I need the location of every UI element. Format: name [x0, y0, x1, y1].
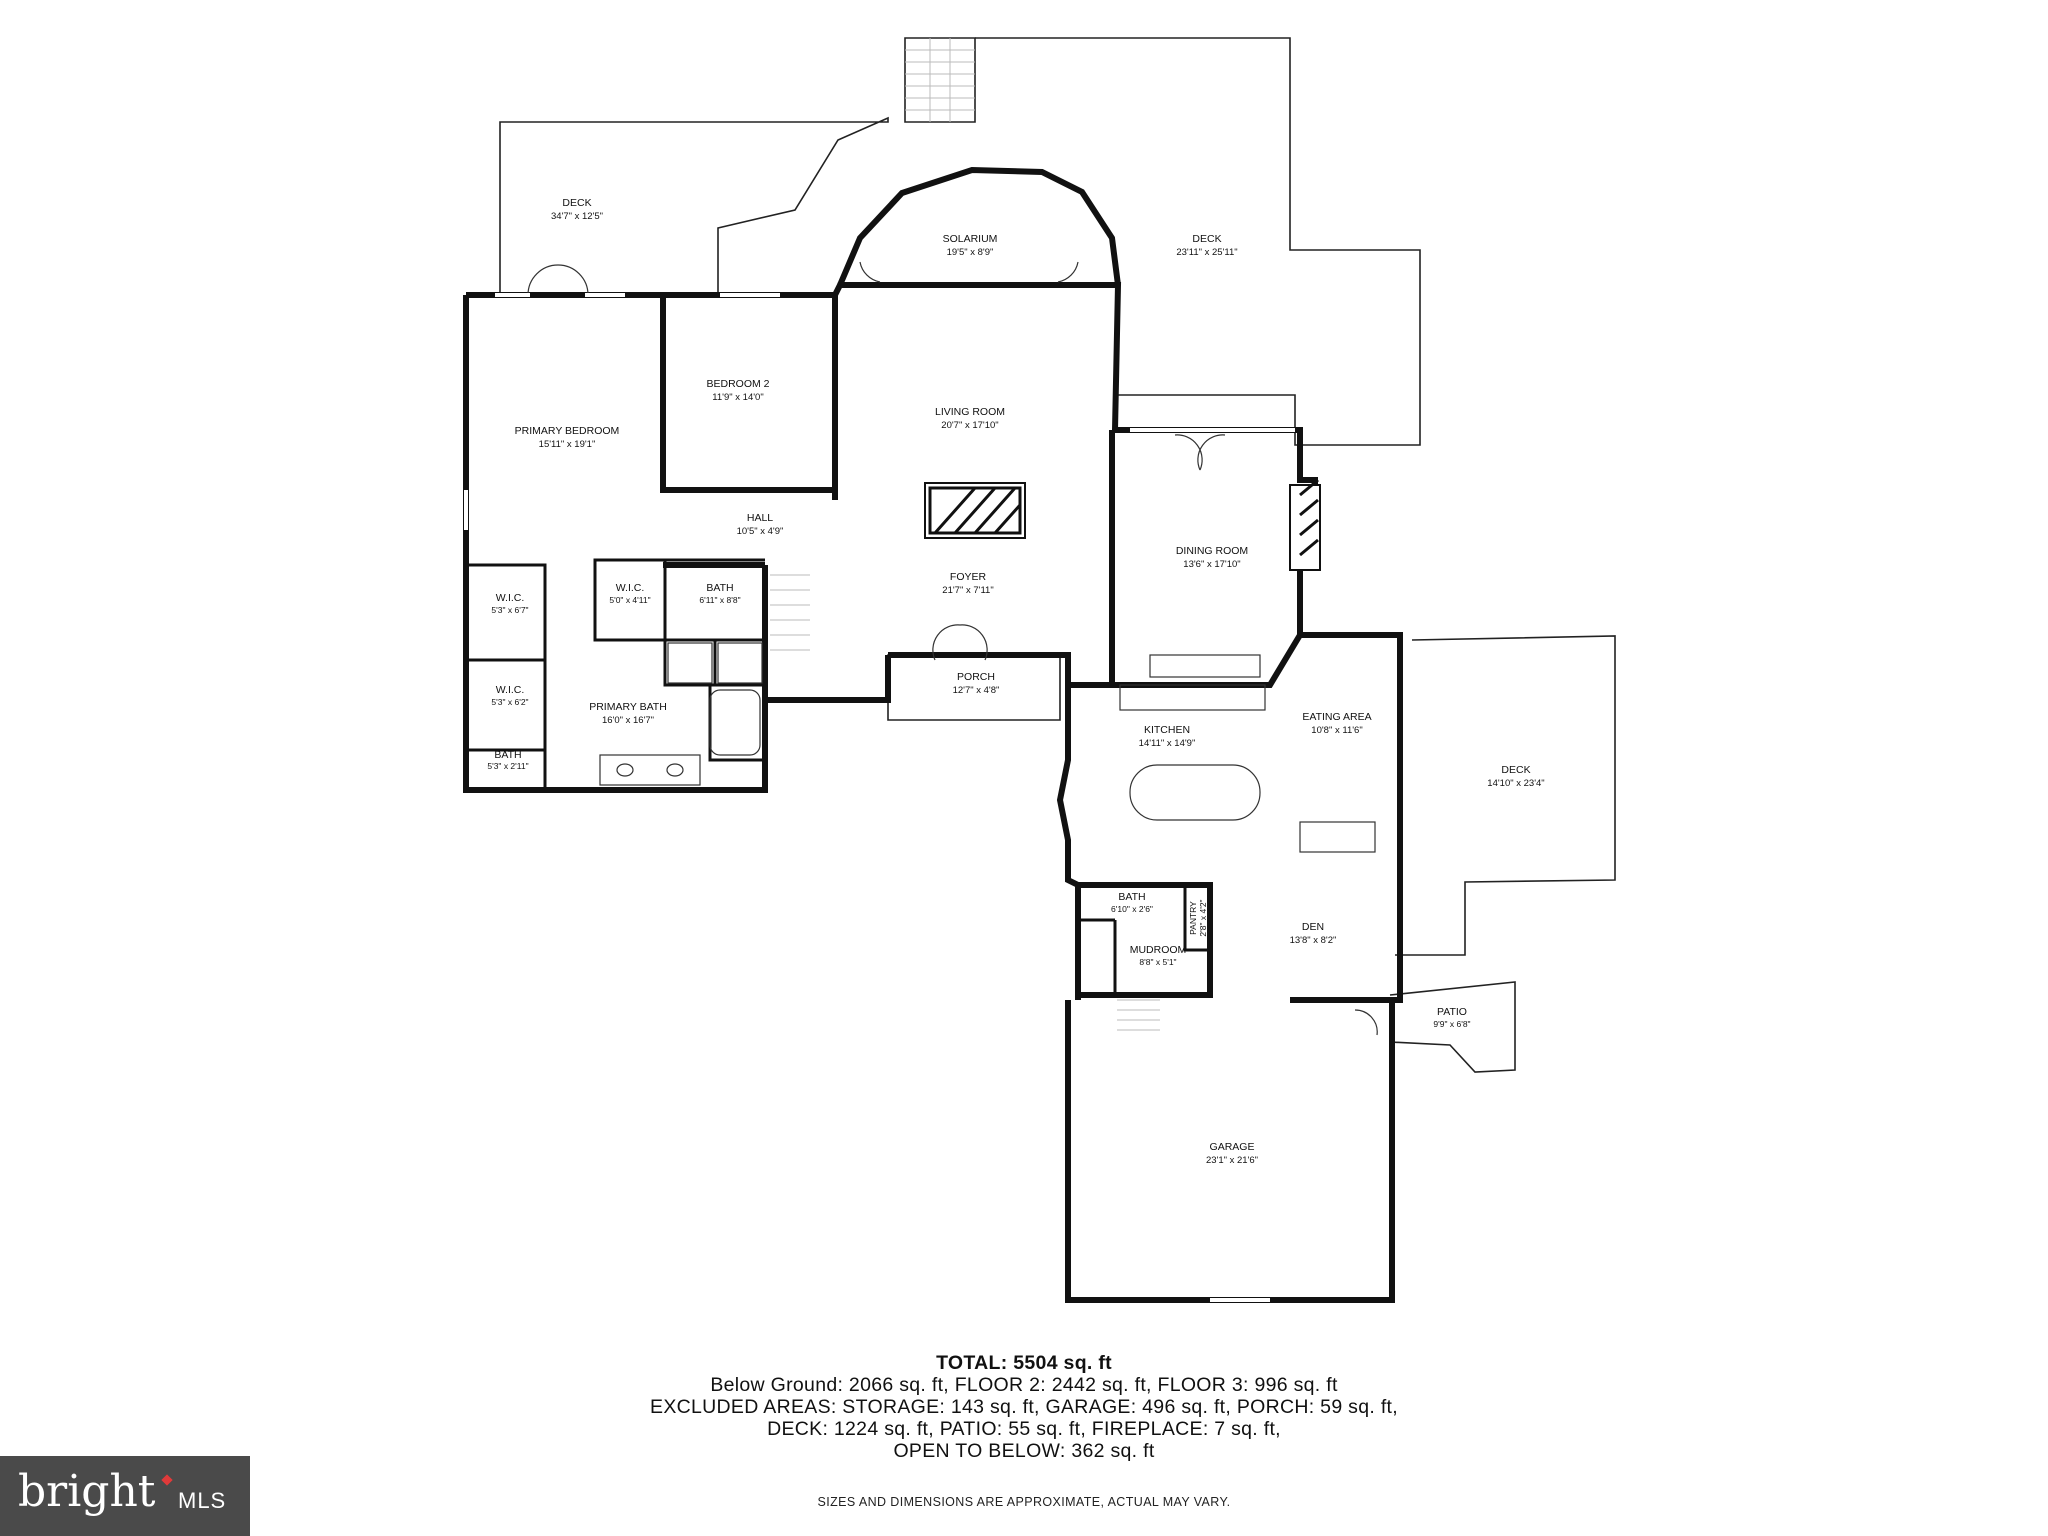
deck-e-outline [1395, 635, 1616, 956]
deck-stairs-outline [904, 37, 976, 123]
kitchen-counter [1119, 684, 1266, 711]
dims-deck-e: 14'10" x 23'4" [1487, 778, 1544, 789]
label-eating-area: EATING AREA [1302, 711, 1371, 723]
logo-wordmark: bright [18, 1466, 156, 1517]
label-foyer: FOYER [950, 571, 987, 583]
vanity [599, 754, 701, 786]
stair-treads [770, 38, 1160, 1031]
wall-mudroom [1078, 882, 1213, 998]
excluded-areas-1: EXCLUDED AREAS: STORAGE: 143 sq. ft, GAR… [650, 1396, 1398, 1418]
label-deck-e: DECK [1501, 764, 1530, 776]
dims-bedroom2: 11'9" x 14'0" [712, 392, 763, 403]
eating-table [1299, 821, 1376, 853]
deck-ne-outline [975, 37, 1421, 446]
dims-deck-ne: 23'11" x 25'11" [1176, 247, 1237, 258]
label-hall: HALL [747, 512, 773, 524]
dims-wic-1: 5'3" x 6'7" [491, 605, 528, 615]
patio-outline [1389, 981, 1516, 1073]
logo-accent-icon [161, 1474, 173, 1486]
floor-areas: Below Ground: 2066 sq. ft, FLOOR 2: 2442… [710, 1374, 1338, 1396]
label-dining-room: DINING ROOM [1176, 545, 1248, 557]
door-swings [527, 261, 1378, 1036]
label-primary-bedroom: PRIMARY BEDROOM [515, 425, 620, 437]
kitchen-island [1129, 764, 1261, 821]
label-primary-bath: PRIMARY BATH [589, 701, 667, 713]
wall-bedroom2 [660, 295, 835, 493]
dims-dining-room: 13'6" x 17'10" [1183, 559, 1240, 570]
dims-den: 13'8" x 8'2" [1290, 935, 1337, 946]
dims-primary-bedroom: 15'11" x 19'1" [539, 439, 596, 450]
dims-wic-small: 5'0" x 4'11" [609, 595, 650, 605]
dims-hall: 10'5" x 4'9" [737, 526, 784, 537]
label-living-room: LIVING ROOM [935, 406, 1005, 418]
disclaimer: SIZES AND DIMENSIONS ARE APPROXIMATE, AC… [817, 1495, 1231, 1509]
interior-walls [466, 558, 1210, 995]
wall-living-s [888, 430, 1115, 688]
label-wic-1: W.I.C. [496, 592, 525, 604]
wall-kitchen-w [1056, 685, 1081, 1000]
fixtures [599, 642, 1376, 853]
deck-nw-outline [499, 116, 889, 292]
deck-outlines [499, 37, 1616, 1073]
label-porch: PORCH [957, 671, 995, 683]
dims-foyer: 21'7" x 7'11" [942, 585, 993, 596]
dims-porch: 12'7" x 4'8" [953, 685, 1000, 696]
label-wic-small: W.I.C. [616, 582, 645, 594]
label-bath-c: BATH [1118, 891, 1145, 903]
area-summary: TOTAL: 5504 sq. ft Below Ground: 2066 sq… [0, 1352, 2048, 1462]
bright-mls-logo: bright MLS [0, 1456, 250, 1536]
dims-eating-area: 10'8" x 11'6" [1311, 725, 1362, 736]
label-garage: GARAGE [1210, 1141, 1255, 1153]
logo-suffix: MLS [178, 1488, 227, 1513]
dims-wic-2: 5'3" x 6'2" [491, 697, 528, 707]
dining-buffet [1149, 654, 1261, 678]
floor-plan: DECK 34'7" x 12'5" SOLARIUM 19'5" x 8'9"… [463, 37, 1616, 1303]
label-wic-2: W.I.C. [496, 684, 525, 696]
label-bath-a: BATH [706, 582, 733, 594]
label-den: DEN [1302, 921, 1324, 933]
shower-1 [667, 642, 713, 684]
dims-solarium: 19'5" x 8'9" [947, 247, 994, 258]
label-deck-nw: DECK [562, 197, 591, 209]
dining-fireplace [1289, 484, 1321, 571]
wall-living-n [832, 282, 1403, 1003]
label-bath-b: BATH [494, 749, 521, 761]
solarium-outline [837, 166, 1121, 287]
label-pantry: PANTRY [1188, 901, 1198, 935]
dims-bath-c: 6'10" x 2'6" [1111, 904, 1153, 914]
label-mudroom: MUDROOM [1130, 944, 1187, 956]
dims-primary-bath: 16'0" x 16'7" [602, 715, 654, 726]
dims-bath-b: 5'3" x 2'11" [487, 761, 528, 771]
dims-patio: 9'9" x 6'8" [1433, 1019, 1470, 1029]
total-area: TOTAL: 5504 sq. ft [936, 1352, 1112, 1374]
fireplaces [924, 478, 1321, 571]
excluded-areas-3: OPEN TO BELOW: 362 sq. ft [893, 1440, 1155, 1462]
excluded-areas-2: DECK: 1224 sq. ft, PATIO: 55 sq. ft, FIR… [767, 1418, 1281, 1440]
label-solarium: SOLARIUM [943, 233, 998, 245]
label-deck-ne: DECK [1192, 233, 1221, 245]
dims-mudroom: 8'8" x 5'1" [1139, 957, 1176, 967]
dims-bath-a: 6'11" x 8'8" [699, 595, 740, 605]
label-bedroom2: BEDROOM 2 [706, 378, 769, 390]
shower-2 [717, 642, 763, 684]
dims-kitchen: 14'11" x 14'9" [1139, 738, 1196, 749]
dims-pantry: 2'8" x 4'2" [1198, 899, 1208, 936]
windows [464, 293, 1295, 1302]
wall-stair [762, 565, 891, 703]
dims-deck-nw: 34'7" x 12'5" [551, 211, 603, 222]
bathtub [709, 689, 761, 756]
label-patio: PATIO [1437, 1006, 1467, 1018]
dims-garage: 23'1" x 21'6" [1206, 1155, 1258, 1166]
wall-garage [1065, 997, 1395, 1303]
wall-north-west [466, 292, 838, 500]
label-kitchen: KITCHEN [1144, 724, 1190, 736]
dims-living-room: 20'7" x 17'10" [941, 420, 998, 431]
room-labels: DECK 34'7" x 12'5" SOLARIUM 19'5" x 8'9"… [487, 197, 1544, 1166]
